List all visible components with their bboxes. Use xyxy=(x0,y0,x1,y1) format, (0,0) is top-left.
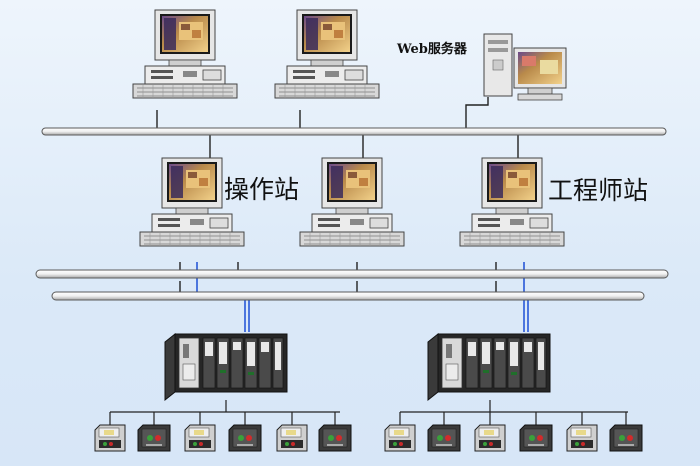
io-module-icon xyxy=(318,424,352,452)
io-module-icon xyxy=(519,424,553,452)
io-module-icon xyxy=(427,424,461,452)
workstation-icon xyxy=(132,9,238,99)
control-network-bus-b xyxy=(51,291,645,301)
io-module-icon xyxy=(228,424,262,452)
top-network-bus xyxy=(41,127,667,136)
io-module-icon xyxy=(609,424,643,452)
io-module-icon xyxy=(137,424,171,452)
operator-station-label: 操作站 xyxy=(224,175,300,204)
workstation-icon xyxy=(299,157,405,247)
control-rack-icon xyxy=(164,333,288,401)
io-module-icon xyxy=(566,424,598,452)
io-module-icon xyxy=(474,424,506,452)
io-module-icon xyxy=(94,424,126,452)
network-links xyxy=(156,97,519,292)
control-network-bus-a xyxy=(35,269,669,279)
io-module-icon xyxy=(384,424,416,452)
control-rack-icon xyxy=(427,333,551,401)
web-server-label: Web服务器 xyxy=(397,42,467,57)
web-server-icon xyxy=(483,33,567,101)
io-module-icon xyxy=(276,424,308,452)
io-module-icon xyxy=(184,424,216,452)
workstation-icon xyxy=(274,9,380,99)
io-wiring xyxy=(109,400,628,425)
engineer-station-label: 工程师站 xyxy=(548,176,649,205)
